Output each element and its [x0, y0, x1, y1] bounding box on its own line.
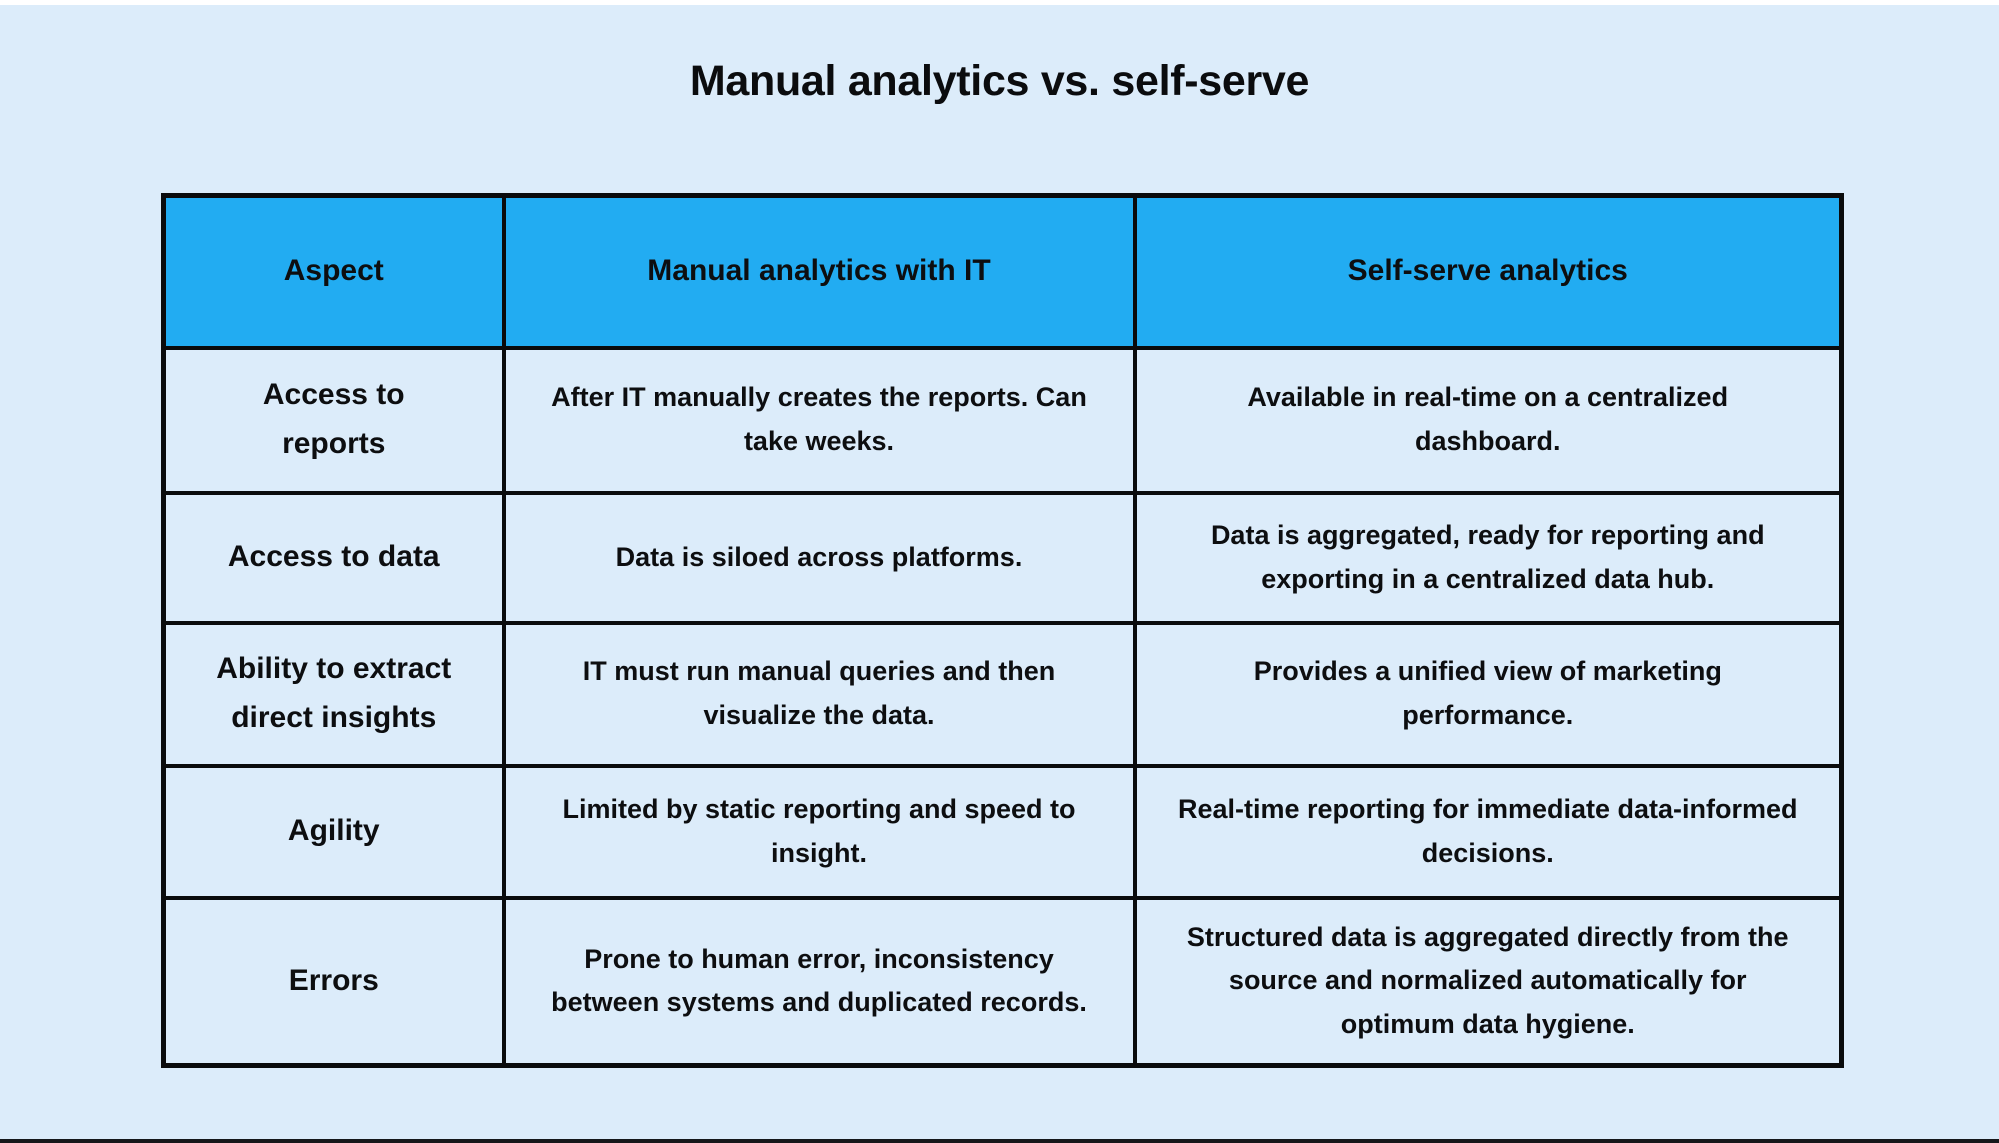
top-edge-strip: [0, 0, 1999, 5]
header-cell-aspect: Aspect: [161, 193, 506, 350]
aspect-cell: Ability to extract direct insights: [161, 620, 506, 768]
self-serve-cell: Real-time reporting for immediate data-i…: [1132, 763, 1844, 900]
self-serve-cell: Data is aggregated, ready for reporting …: [1132, 490, 1844, 625]
aspect-cell: Access to reports: [161, 345, 506, 495]
header-cell-manual-analytics: Manual analytics with IT: [501, 193, 1137, 350]
aspect-cell: Access to data: [161, 490, 506, 625]
manual-analytics-cell: Data is siloed across platforms.: [501, 490, 1137, 625]
manual-analytics-cell: Limited by static reporting and speed to…: [501, 763, 1137, 900]
comparison-table: Aspect Manual analytics with IT Self-ser…: [161, 193, 1844, 1068]
self-serve-cell: Available in real-time on a centralized …: [1132, 345, 1844, 495]
aspect-cell: Errors: [161, 895, 506, 1068]
self-serve-cell: Provides a unified view of marketing per…: [1132, 620, 1844, 768]
table-body: Access to reports After IT manually crea…: [161, 345, 1844, 1068]
table-row: Errors Prone to human error, inconsisten…: [161, 895, 1844, 1068]
table-row: Ability to extract direct insights IT mu…: [161, 620, 1844, 768]
table-row: Access to reports After IT manually crea…: [161, 345, 1844, 495]
self-serve-cell: Structured data is aggregated directly f…: [1132, 895, 1844, 1068]
manual-analytics-cell: IT must run manual queries and then visu…: [501, 620, 1137, 768]
aspect-cell: Agility: [161, 763, 506, 900]
manual-analytics-cell: After IT manually creates the reports. C…: [501, 345, 1137, 495]
header-cell-self-serve: Self-serve analytics: [1132, 193, 1844, 350]
table-row: Access to data Data is siloed across pla…: [161, 490, 1844, 625]
page-title: Manual analytics vs. self-serve: [689, 57, 1310, 105]
table-header: Aspect Manual analytics with IT Self-ser…: [161, 193, 1844, 350]
manual-analytics-cell: Prone to human error, inconsistency betw…: [501, 895, 1137, 1068]
bottom-edge-strip: [0, 1139, 1999, 1143]
table-row: Agility Limited by static reporting and …: [161, 763, 1844, 900]
header-row: Aspect Manual analytics with IT Self-ser…: [161, 193, 1844, 350]
